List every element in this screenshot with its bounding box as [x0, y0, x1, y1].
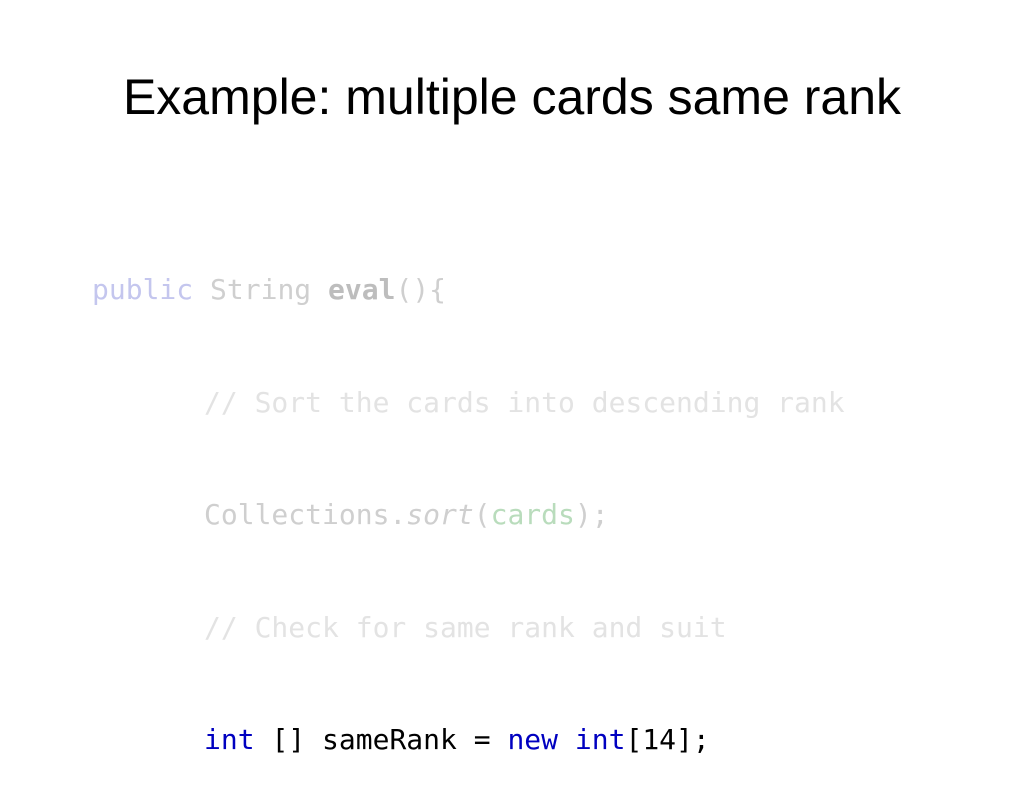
signature-punctuation: (){: [395, 273, 447, 306]
keyword-int-array: int: [574, 723, 626, 756]
field-cards: cards: [490, 498, 575, 531]
declaration-text: [] sameRank =: [271, 723, 508, 756]
code-line-check-comment: // Check for same rank and suit: [92, 609, 845, 647]
class-collections: Collections.: [204, 498, 407, 531]
comment-sort: // Sort the cards into descending rank: [204, 385, 845, 419]
method-sort: sort: [406, 498, 474, 531]
type-string: String: [210, 273, 312, 306]
code-line-method-signature: public String eval(){: [92, 271, 845, 309]
method-name-eval: eval: [328, 273, 396, 306]
code-line-sort-call: Collections.sort(cards);: [92, 496, 845, 534]
slide-title: Example: multiple cards same rank: [122, 69, 902, 125]
keyword-int: int: [204, 723, 255, 756]
code-line-samerank-declaration: int [] sameRank = new int[14];: [92, 721, 845, 759]
code-line-sort-comment: // Sort the cards into descending rank: [92, 384, 845, 422]
close-paren: );: [574, 498, 609, 531]
open-paren: (: [473, 498, 491, 531]
keyword-new: new: [507, 723, 559, 756]
code-block: public String eval(){ // Sort the cards …: [92, 196, 845, 796]
keyword-public: public: [92, 273, 194, 306]
comment-check: // Check for same rank and suit: [204, 610, 727, 644]
array-size: [14];: [625, 723, 710, 756]
